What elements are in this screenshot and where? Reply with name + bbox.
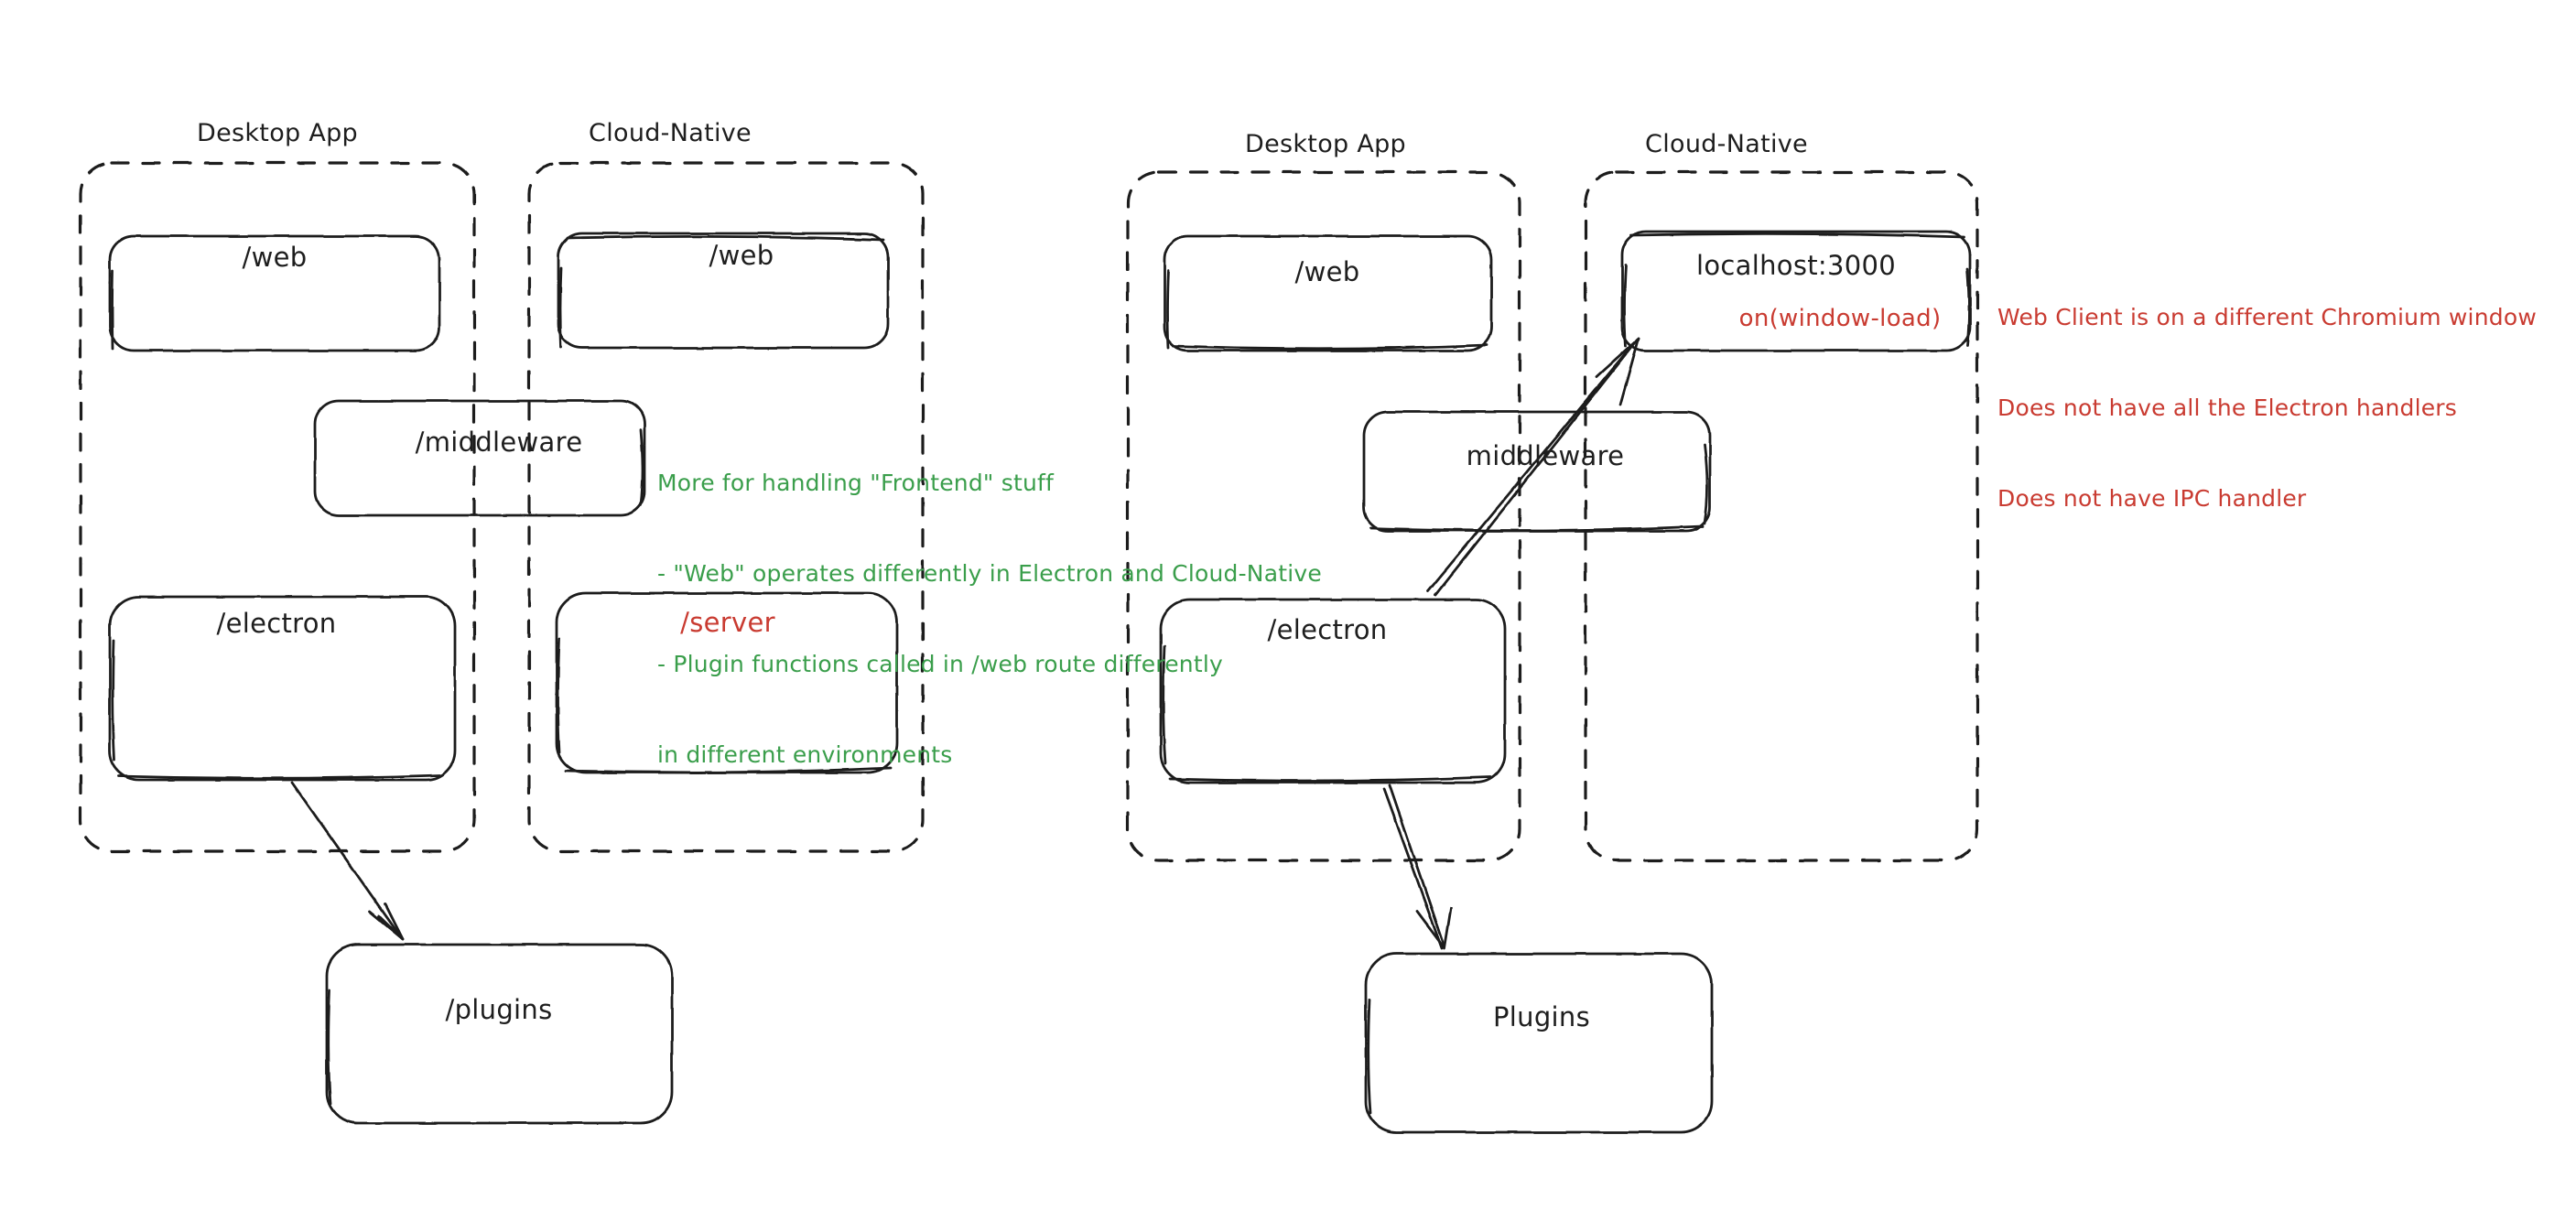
left-web-cloud-box-label: /web [709, 240, 774, 271]
green-note-line-2: - "Web" operates differently in Electron… [657, 560, 1322, 587]
left-middleware-box [313, 399, 646, 517]
red-note-line-1: Web Client is on a different Chromium wi… [1997, 304, 2537, 330]
right-localhost-box-sublabel: on(window-load) [1738, 305, 1942, 332]
green-annotation-note: More for handling "Frontend" stuff - "We… [657, 407, 1322, 830]
left-server-box-label: /server [680, 607, 775, 638]
red-annotation-note: Web Client is on a different Chromium wi… [1997, 242, 2537, 574]
green-note-line-3: - Plugin functions called in /web route … [657, 651, 1223, 677]
left-desktop-app-group-label: Desktop App [197, 119, 358, 147]
right-middleware-box-label: middleware [1466, 440, 1625, 471]
left-web-electron-box-label: /web [242, 242, 308, 273]
right-web-box [1163, 234, 1493, 352]
left-plugins-box [325, 943, 674, 1125]
right-plugins-box-label: Plugins [1493, 1001, 1590, 1032]
right-electron-box-label: /electron [1267, 614, 1388, 645]
left-electron-to-plugins-arrow [290, 781, 405, 941]
right-plugins-box [1364, 952, 1714, 1134]
left-middleware-box-label: /middleware [415, 427, 583, 458]
left-electron-box-label: /electron [216, 608, 337, 639]
left-plugins-box-label: /plugins [445, 994, 553, 1025]
right-web-box-label: /web [1294, 256, 1360, 287]
green-note-line-4: in different environments [657, 741, 953, 768]
left-cloud-native-group-label: Cloud-Native [589, 119, 752, 147]
right-localhost-box-label: localhost:3000 [1696, 250, 1896, 281]
right-desktop-app-group-label: Desktop App [1245, 130, 1406, 158]
green-note-line-1: More for handling "Frontend" stuff [657, 470, 1055, 496]
right-cloud-native-group-label: Cloud-Native [1645, 130, 1808, 158]
right-electron-to-plugins-arrow [1382, 784, 1453, 950]
right-middleware-box [1362, 410, 1712, 533]
red-note-line-3: Does not have IPC handler [1997, 485, 2307, 512]
red-note-line-2: Does not have all the Electron handlers [1997, 394, 2458, 421]
